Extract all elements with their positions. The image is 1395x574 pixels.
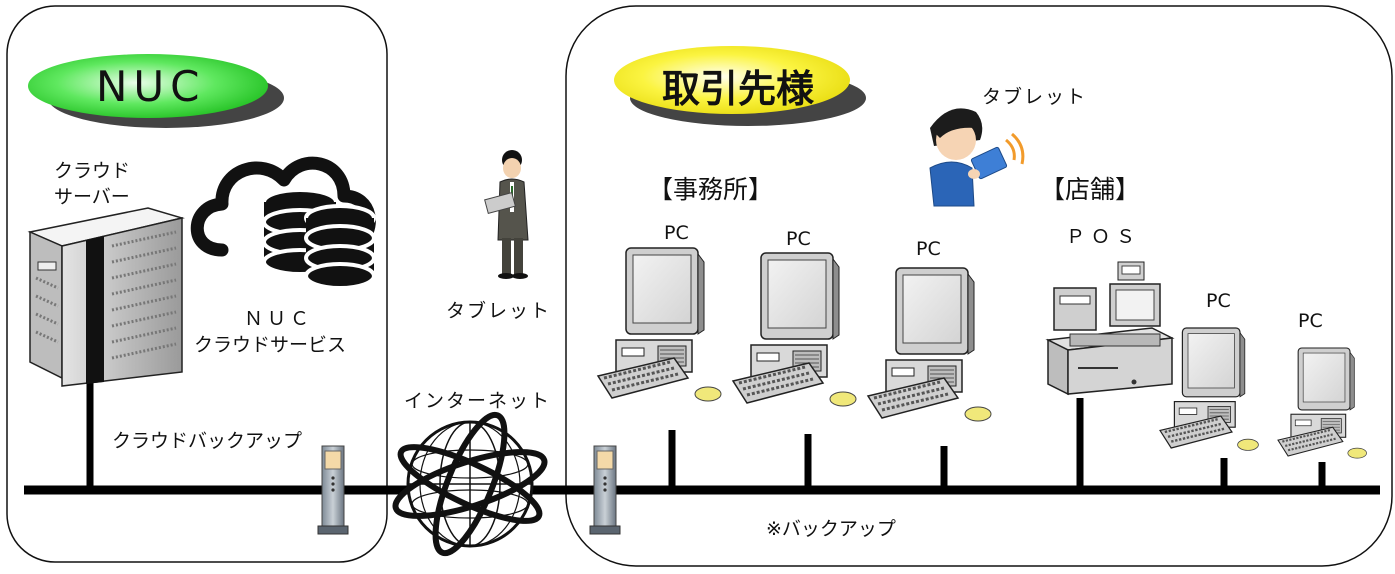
server-label-line1: クラウド (54, 160, 131, 182)
pc-label: PC (664, 222, 689, 244)
server-label-line2: サーバー (54, 186, 130, 208)
person-tablet-icon (929, 108, 1025, 207)
nuc-badge-label: NUC (96, 62, 206, 111)
pos-label: ＰＯＳ (1066, 226, 1142, 248)
router-icon (589, 445, 621, 535)
cloud-server-icon (27, 207, 185, 387)
pc-label: PC (1206, 290, 1231, 312)
cloud-backup-label: クラウドバックアップ (112, 430, 303, 452)
internet-globe-icon (392, 411, 548, 557)
client-badge-label: 取引先様 (662, 67, 815, 111)
nuc-panel (6, 5, 388, 563)
office-label: 【事務所】 (648, 175, 774, 204)
pc-label: PC (1298, 310, 1323, 332)
service-label-line2: クラウドサービス (194, 334, 347, 356)
store-label: 【店舗】 (1040, 175, 1141, 204)
internet-label: インターネット (404, 390, 552, 412)
router-icon (317, 445, 349, 535)
client-tablet-label: タブレット (982, 86, 1088, 108)
backup-note-label: ※バックアップ (766, 518, 896, 540)
pos-register-icon (1045, 261, 1175, 396)
cloud-database-icon (190, 156, 376, 290)
tablet-label: タブレット (446, 300, 552, 322)
pc-label: PC (916, 238, 941, 260)
nuc-badge (28, 54, 268, 118)
pc-label: PC (786, 228, 811, 250)
service-label-line1: ＮＵＣ (244, 308, 314, 330)
client-badge (614, 46, 850, 114)
businessman-tablet-icon (484, 150, 529, 279)
